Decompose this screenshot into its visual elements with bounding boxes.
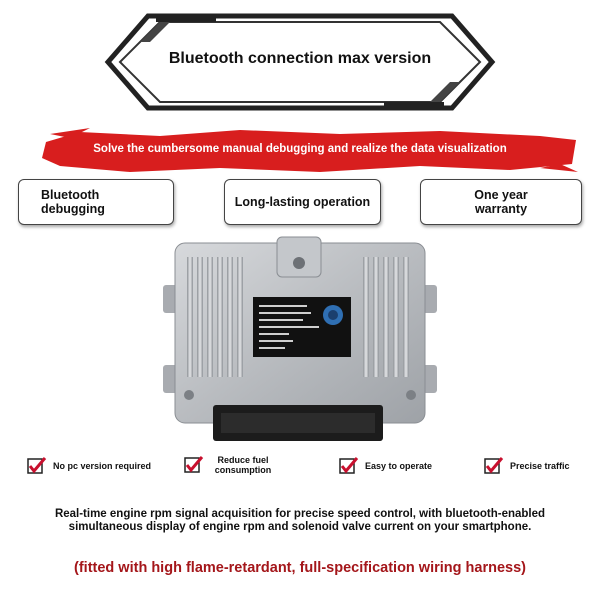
product-description: Real-time engine rpm signal acquisition … <box>54 508 546 533</box>
check-label: Precise traffic <box>510 461 570 471</box>
checkbox-checked-icon <box>484 457 504 474</box>
check-item-fuel: Reduce fuel consumption <box>184 455 276 475</box>
feature-bluetooth-debugging: Bluetooth debugging <box>18 179 174 225</box>
check-item-easy: Easy to operate <box>339 457 432 475</box>
check-label: No pc version required <box>53 461 152 471</box>
title-banner-frame <box>104 13 496 111</box>
checkbox-checked-icon <box>339 457 359 474</box>
checkbox-checked-icon <box>27 457 47 474</box>
tagline: Solve the cumbersome manual debugging an… <box>93 143 507 155</box>
ecu-controller-image <box>163 236 437 441</box>
feature-label: Bluetooth debugging <box>41 188 105 216</box>
check-label: Easy to operate <box>365 461 433 471</box>
checkbox-checked-icon <box>184 456 204 473</box>
feature-long-lasting: Long-lasting operation <box>224 179 381 225</box>
feature-label: Long-lasting operation <box>234 195 371 209</box>
feature-label: One year warranty <box>474 188 528 216</box>
check-item-no-pc: No pc version required <box>27 457 151 475</box>
feature-warranty: One year warranty <box>420 179 582 225</box>
harness-note: (fitted with high flame-retardant, full-… <box>74 560 526 576</box>
page-title: Bluetooth connection max version <box>168 50 432 67</box>
check-item-traffic: Precise traffic <box>484 457 570 475</box>
check-label: Reduce fuel consumption <box>214 455 272 475</box>
red-brush-stripe <box>42 128 578 172</box>
